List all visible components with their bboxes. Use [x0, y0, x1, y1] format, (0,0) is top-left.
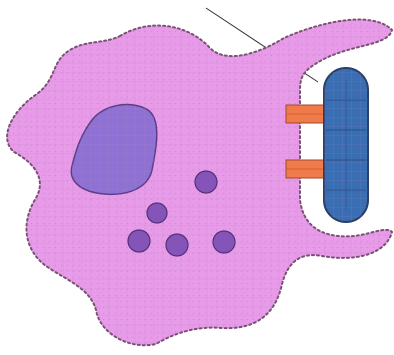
- granule: [147, 203, 167, 223]
- bacterium: [324, 68, 368, 222]
- granule: [213, 231, 235, 253]
- granule: [166, 234, 188, 256]
- granule: [195, 171, 217, 193]
